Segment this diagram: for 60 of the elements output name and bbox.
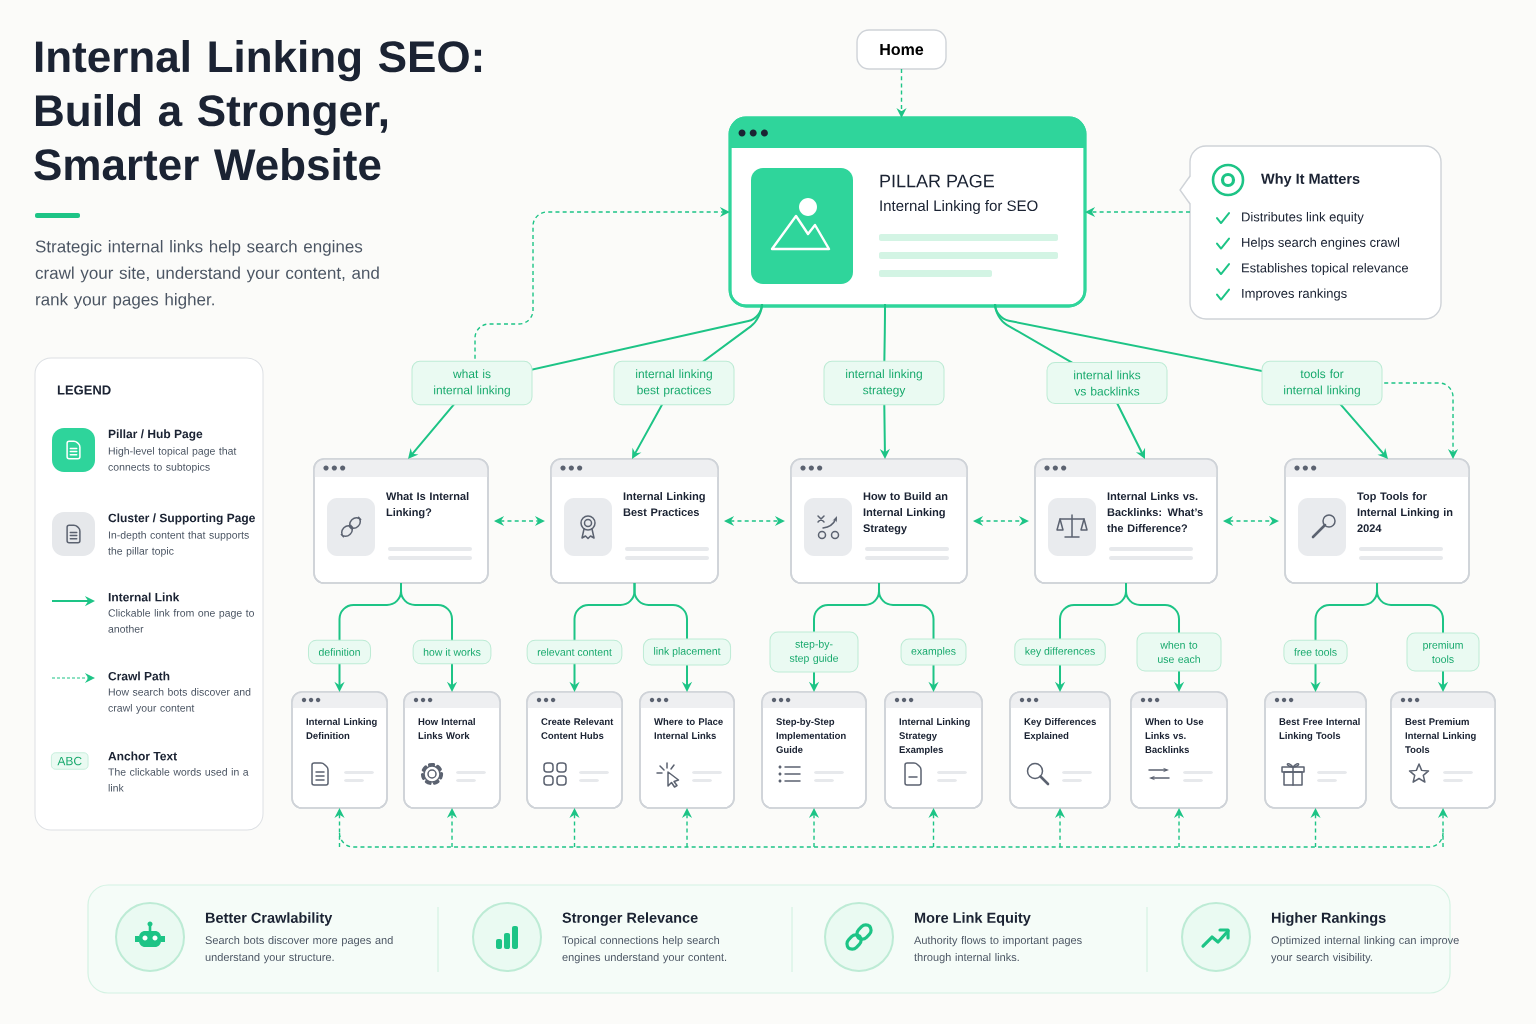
page-box: Home xyxy=(856,29,947,70)
page-title: Internal Linking Strategy Examples xyxy=(899,718,970,755)
edge-label: definition xyxy=(308,639,371,665)
edge-label: link placement xyxy=(642,638,732,666)
legend-label: Anchor Text xyxy=(108,751,177,761)
connector-arrow xyxy=(973,515,1029,527)
page-title: Top Tools for Internal Linking in 2024 xyxy=(1357,492,1453,533)
edge-label: internal links vs backlinks xyxy=(1046,362,1168,404)
benefit-description: Topical connections help search engines understand your content. xyxy=(562,936,727,964)
benefit-description: Optimized internal linking can improve your search visibility. xyxy=(1271,936,1459,964)
page-title: When to Use Links vs. Backlinks xyxy=(1145,718,1204,753)
edge-label: relevant content xyxy=(526,639,623,665)
benefit-description: Authority flows to important pages through internal links. xyxy=(914,936,1082,964)
connector-arrow xyxy=(494,515,545,527)
legend-label: Internal Link xyxy=(108,592,180,602)
page-title: PILLAR PAGE xyxy=(880,174,994,188)
legend-description: The clickable words used in a link xyxy=(108,768,249,792)
edge-label: premium tools xyxy=(1406,632,1480,672)
legend-heading: LEGEND xyxy=(57,385,111,395)
page-subtitle: Internal Linking for SEO xyxy=(880,200,1038,214)
page-title: How Internal Links Work xyxy=(418,718,475,739)
page-title: Internal Linking Definition xyxy=(306,718,377,739)
legend-label: Crawl Path xyxy=(108,671,170,681)
benefit-heading: Higher Rankings xyxy=(1272,912,1386,926)
page-title: Key Differences Explained xyxy=(1024,718,1096,741)
benefit-description: Search bots discover more pages and understand your structure. xyxy=(205,936,393,964)
edge-label: tools for internal linking xyxy=(1261,360,1383,406)
page-title: What Is Internal Linking? xyxy=(386,492,469,519)
legend-description: How search bots discover and crawl your content xyxy=(108,688,251,714)
edge-label: step-by-step guide xyxy=(769,631,859,673)
page-title: Internal Linking Best Practices xyxy=(623,492,705,517)
legend-label: Cluster / Supporting Page xyxy=(108,513,255,525)
edge-label: internal linking best practices xyxy=(613,360,735,406)
page-title: Create Relevant Content Hubs xyxy=(541,718,614,739)
title: Internal Linking SEO: Build a Stronger, Smarter Website xyxy=(34,40,482,181)
crawl-path-line xyxy=(338,832,1444,848)
page-title: Best Free Internal Linking Tools xyxy=(1279,718,1360,741)
connector-arrow xyxy=(724,515,785,527)
edge-label: internal linking strategy xyxy=(823,360,945,406)
edge-label: free tools xyxy=(1283,639,1348,665)
legend-description: High-level topical page that connects to subtopics xyxy=(108,447,237,473)
page-title: How to Build an Internal Linking Strategy xyxy=(863,492,948,535)
edge-label: when to use each xyxy=(1136,632,1222,672)
benefit-heading: More Link Equity xyxy=(915,912,1031,926)
anchor-text-sample: ABC xyxy=(51,752,89,770)
edge-label: how it works xyxy=(412,639,492,665)
page-title: Best Premium Internal Linking Tools xyxy=(1405,718,1476,753)
legend-description: In-depth content that supports the pillar topic xyxy=(108,531,249,557)
benefit-heading: Better Crawlability xyxy=(206,912,333,926)
page-title: Where to Place Internal Links xyxy=(654,718,723,739)
subtitle: Strategic internal links help search engines crawl your site, understand your content, and rank your pages higher. xyxy=(35,240,379,309)
legend-label: Pillar / Hub Page xyxy=(108,429,203,441)
edge-label: key differences xyxy=(1014,638,1106,666)
connector-arrow xyxy=(1223,515,1279,527)
edge-label: examples xyxy=(900,638,967,666)
benefit-heading: Stronger Relevance xyxy=(562,912,698,926)
legend-description: Clickable link from one page to another xyxy=(108,609,254,633)
page-title: Step-by-Step Implementation Guide xyxy=(776,718,846,753)
page-title: Internal Links vs. Backlinks: What’s the Difference? xyxy=(1107,492,1203,533)
edge-label: what is internal linking xyxy=(411,360,533,406)
